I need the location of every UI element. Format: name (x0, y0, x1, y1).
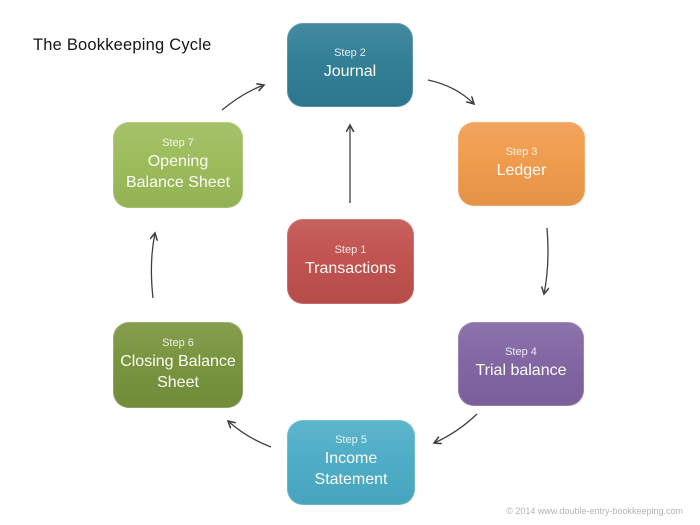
copyright-text: © 2014 www.double-entry-bookkeeping.com (506, 506, 683, 516)
step-number-label: Step 7 (162, 136, 194, 149)
arrow-ledger-to-trialbalance (544, 227, 548, 294)
step-title: Trial balance (475, 362, 567, 380)
arrow-trialbalance-to-income (434, 413, 478, 443)
step-number-label: Step 2 (334, 47, 366, 60)
step-title: Transactions (305, 259, 396, 277)
step-number-label: Step 5 (335, 434, 367, 447)
node-step-1-transactions: Step 1 Transactions (287, 219, 414, 304)
node-step-6-closing-balance-sheet: Step 6 Closing Balance Sheet (113, 322, 243, 408)
node-step-2-journal: Step 2 Journal (287, 23, 413, 107)
arrow-income-to-closing (228, 421, 272, 448)
node-step-7-opening-balance-sheet: Step 7 Opening Balance Sheet (113, 122, 243, 208)
step-title: Opening Balance Sheet (125, 152, 231, 191)
step-title: Income Statement (314, 450, 388, 488)
step-title: Closing Balance Sheet (120, 352, 236, 391)
step-title: Ledger (496, 162, 547, 180)
node-step-3-ledger: Step 3 Ledger (458, 122, 585, 206)
node-step-5-income-statement: Step 5 Income Statement (287, 420, 415, 505)
step-number-label: Step 4 (505, 346, 537, 359)
arrow-opening-to-journal (221, 85, 264, 111)
arrow-journal-to-ledger (427, 79, 474, 104)
step-number-label: Step 6 (162, 336, 194, 349)
arrow-closing-to-opening (151, 233, 155, 299)
step-title: Journal (323, 63, 377, 81)
step-number-label: Step 1 (334, 243, 367, 256)
node-step-4-trial-balance: Step 4 Trial balance (458, 322, 584, 406)
step-number-label: Step 3 (505, 146, 538, 159)
page-title: The Bookkeeping Cycle (33, 36, 212, 54)
